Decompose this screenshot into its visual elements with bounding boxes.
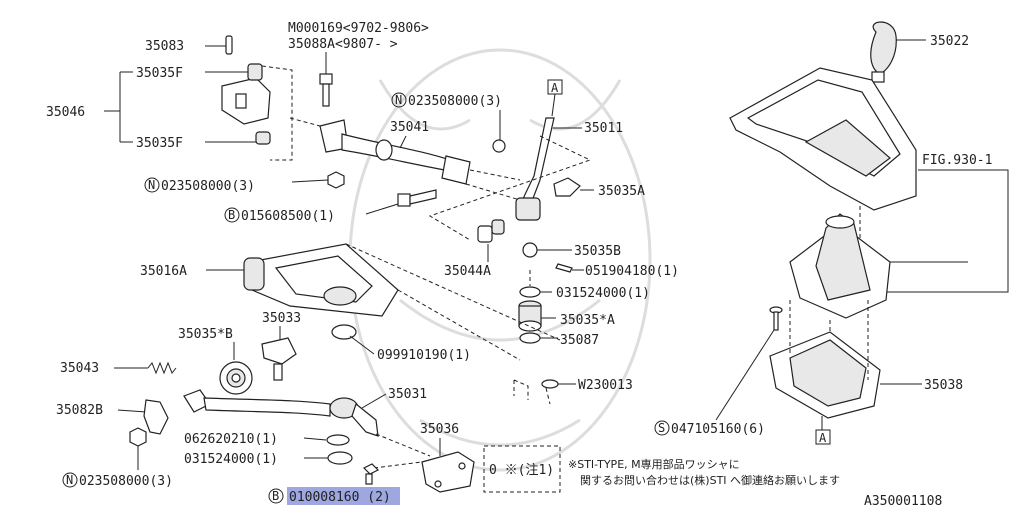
circled-S-letter: S <box>658 421 665 435</box>
ring-031524000-right <box>519 286 541 298</box>
label-35088A: 35088A<9807- > <box>288 37 398 52</box>
boot-frame-35038 <box>769 331 881 419</box>
bushing-35035A <box>553 177 581 197</box>
circled-N-letter-bottom: N <box>66 473 73 487</box>
ball-35035B <box>522 242 538 258</box>
ref-a-bottom-letter: A <box>819 431 827 445</box>
diagram-id: A350001108 <box>864 494 942 509</box>
clip-w230013 <box>541 379 559 389</box>
shift-boot <box>789 213 891 319</box>
bushing-35035starB <box>219 361 253 395</box>
label-35022: 35022 <box>930 34 969 49</box>
ring-062620210 <box>326 434 350 446</box>
label-047105160: 047105160(6) <box>671 422 765 437</box>
washer-35082B <box>143 399 169 435</box>
ref-box-a-bottom <box>815 429 831 445</box>
label-015608500: 015608500(1) <box>241 209 335 224</box>
nut-023508000-left <box>327 171 345 189</box>
bolt-010008160 <box>362 463 380 485</box>
label-023508000-bottom: 023508000(3) <box>79 474 173 489</box>
label-35016A: 35016A <box>140 264 187 279</box>
note-line-1: ※STI-TYPE, M専用部品ワッシャに <box>568 457 740 471</box>
bushing-35044A <box>477 219 505 243</box>
label-35043: 35043 <box>60 361 99 376</box>
circled-S <box>654 420 670 436</box>
circled-B-letter-bottom: B <box>272 489 279 503</box>
bushing-35035starA <box>518 300 542 332</box>
label-051904180: 051904180(1) <box>585 264 679 279</box>
label-35011: 35011 <box>584 121 623 136</box>
bracket-35036 <box>421 451 475 493</box>
bolt-35088A <box>319 73 333 107</box>
spring-35043 <box>147 361 177 375</box>
label-35087: 35087 <box>560 333 599 348</box>
label-35035F-top: 35035F <box>136 66 183 81</box>
label-35035B: 35035B <box>574 244 621 259</box>
label-031524000-left: 031524000(1) <box>184 452 278 467</box>
label-35046: 35046 <box>46 105 85 120</box>
label-35035A: 35035A <box>598 184 645 199</box>
label-35083: 35083 <box>145 39 184 54</box>
shift-rod-35041 <box>319 119 471 185</box>
label-099910190: 099910190(1) <box>377 348 471 363</box>
shift-knob-35022 <box>870 21 897 83</box>
shift-bracket-35046 <box>221 35 271 145</box>
screw-047105160 <box>769 306 783 331</box>
ring-031524000-left <box>327 451 353 465</box>
label-35035starB: 35035*B <box>178 327 233 342</box>
seal-099910190 <box>331 324 357 340</box>
pin-051904180 <box>555 263 573 273</box>
label-35035F-bottom: 35035F <box>136 136 183 151</box>
ring-35087 <box>519 332 541 344</box>
note-box <box>483 445 561 493</box>
label-031524000-right: 031524000(1) <box>556 286 650 301</box>
label-35035starA: 35035*A <box>560 313 615 328</box>
circled-N-letter-left: N <box>148 178 155 192</box>
label-35031: 35031 <box>388 387 427 402</box>
label-m000169: M000169<9702-9806> <box>288 21 429 36</box>
label-35036: 35036 <box>420 422 459 437</box>
note-line-2: 関するお問い合わせは(株)STI へ御連絡お願いします <box>580 473 840 487</box>
label-35082B: 35082B <box>56 403 103 418</box>
label-35038: 35038 <box>924 378 963 393</box>
console-panel <box>729 67 917 211</box>
label-fig930: FIG.930-1 <box>922 153 992 168</box>
shift-rod-35031 <box>183 389 379 437</box>
bushing-35041 <box>492 139 506 153</box>
circled-N-left <box>144 177 160 193</box>
label-w230013: W230013 <box>578 378 633 393</box>
ref-a-top-letter: A <box>551 81 559 95</box>
nut-023508000-bottom <box>129 427 147 447</box>
note-mark: 0 ※(注1) <box>489 463 554 478</box>
label-35033: 35033 <box>262 311 301 326</box>
circled-N-letter: N <box>395 93 402 107</box>
circled-B-letter: B <box>228 208 235 222</box>
label-010008160[interactable]: 010008160 (2) <box>289 490 391 505</box>
circled-N-bottom <box>62 472 78 488</box>
circled-B-top <box>224 207 240 223</box>
shift-lever-35011 <box>515 117 555 221</box>
label-023508000-top: 023508000(3) <box>408 94 502 109</box>
label-35044A: 35044A <box>444 264 491 279</box>
highlight-010008160 <box>287 487 400 505</box>
label-062620210: 062620210(1) <box>184 432 278 447</box>
switch-35033 <box>261 337 297 381</box>
circled-N-top <box>391 92 407 108</box>
base-plate-35016A <box>243 243 399 317</box>
label-35041: 35041 <box>390 120 429 135</box>
label-023508000-left: 023508000(3) <box>161 179 255 194</box>
bolt-015608500 <box>397 189 437 207</box>
circled-B-bottom <box>268 488 284 504</box>
